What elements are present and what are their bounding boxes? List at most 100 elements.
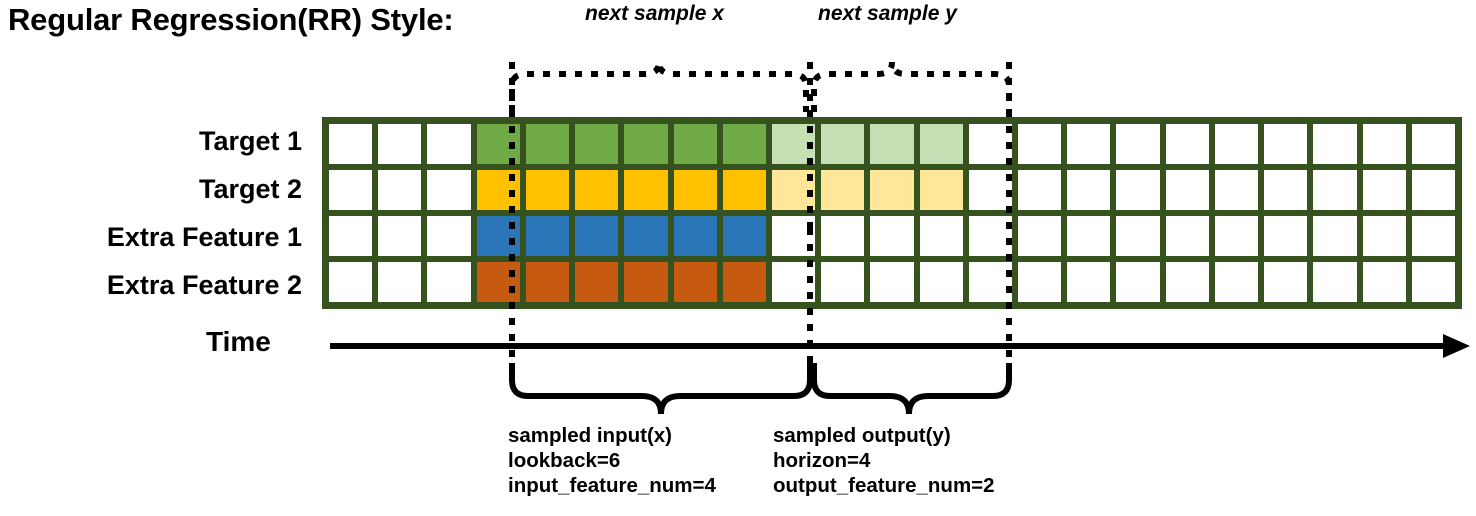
grid-cell-input [670, 167, 720, 213]
page-title: Regular Regression(RR) Style: [8, 2, 454, 37]
grid-cell-input [670, 213, 720, 259]
caption-sampled-input: sampled input(x) lookback=6 input_featur… [508, 423, 716, 498]
grid-cell-empty [326, 213, 376, 259]
row-label-target-2: Target 2 [198, 174, 302, 204]
grid-cell-empty [1113, 213, 1163, 259]
grid-cell-empty [1261, 121, 1311, 167]
grid-cell-empty [818, 259, 868, 305]
grid-cell-empty [1261, 259, 1311, 305]
time-axis-arrow [330, 334, 1470, 358]
grid-cell-empty [1310, 259, 1360, 305]
grid-cell-input [473, 121, 523, 167]
grid-cell-empty [1162, 213, 1212, 259]
grid-cell-empty [867, 259, 917, 305]
grid-cell-empty [326, 259, 376, 305]
caption-input-line-3: input_feature_num=4 [508, 474, 716, 497]
brace-sampled-output [811, 363, 1012, 415]
grid-cell-empty [1162, 259, 1212, 305]
grid-cell-empty [1261, 213, 1311, 259]
grid-cell-input [522, 121, 573, 167]
caption-input-line-1: sampled input(x) [508, 424, 673, 447]
grid-cell-input [670, 259, 720, 305]
grid-cell-empty [1408, 167, 1458, 213]
grid-cell-input [522, 259, 573, 305]
caption-output-line-2: horizon=4 [773, 449, 871, 472]
annotation-next-sample-y: next sample y [818, 2, 957, 25]
caption-output-line-3: output_feature_num=2 [773, 474, 995, 497]
grid-cell-empty [375, 121, 425, 167]
grid-cell-output [818, 121, 868, 167]
grid-cell-empty [1211, 259, 1262, 305]
row-label-extra-feature-1: Extra Feature 1 [106, 222, 302, 252]
grid-cell-empty [1310, 167, 1360, 213]
grid-cell-output [818, 167, 868, 213]
grid-cell-input [572, 121, 622, 167]
grid-cell-empty [916, 213, 966, 259]
grid-cell-empty [1211, 167, 1262, 213]
grid-cell-empty [1408, 213, 1458, 259]
row-label-target-1: Target 1 [198, 126, 302, 156]
grid-cell-empty [1211, 213, 1262, 259]
grid-cell-empty [1113, 167, 1163, 213]
grid-cell-empty [1359, 213, 1409, 259]
grid-cell-output [768, 167, 819, 213]
grid-cell-empty [1359, 121, 1409, 167]
grid-cell-empty [1113, 259, 1163, 305]
caption-output-line-1: sampled output(y) [773, 424, 951, 447]
grid-cell-output [867, 121, 917, 167]
brace-next-sample-x [509, 61, 809, 112]
grid-cell-empty [1359, 259, 1409, 305]
grid-cell-input [719, 167, 769, 213]
grid-cell-input [719, 213, 769, 259]
grid-cell-empty [965, 167, 1016, 213]
grid-cell-empty [768, 213, 819, 259]
brace-sampled-input [509, 363, 813, 415]
grid-cell-empty [424, 259, 474, 305]
grid-cell-input [572, 213, 622, 259]
caption-sampled-output: sampled output(y) horizon=4 output_featu… [773, 423, 995, 498]
grid-cell-input [670, 121, 720, 167]
grid-cell-empty [1113, 121, 1163, 167]
grid-cell-empty [424, 167, 474, 213]
grid-cell-empty [326, 121, 376, 167]
grid-cell-empty [1211, 121, 1262, 167]
grid-cell-empty [1015, 259, 1065, 305]
grid-cell-empty [965, 121, 1016, 167]
grid-cell-empty [375, 259, 425, 305]
grid-cell-empty [375, 213, 425, 259]
grid-cell-output [916, 167, 966, 213]
grid-cell-empty [1015, 121, 1065, 167]
grid-cell-input [522, 213, 573, 259]
grid-cell-empty [1310, 213, 1360, 259]
grid-cell-input [621, 213, 671, 259]
grid-cell-empty [1064, 121, 1114, 167]
time-axis-label: Time [206, 326, 271, 357]
caption-input-line-2: lookback=6 [508, 449, 621, 472]
grid-cell-empty [1359, 167, 1409, 213]
grid-cell-empty [1015, 167, 1065, 213]
grid-cell-input [719, 121, 769, 167]
grid-cell-empty [424, 121, 474, 167]
grid-cell-empty [326, 167, 376, 213]
grid-cell-input [621, 167, 671, 213]
grid-cell-input [473, 259, 523, 305]
grid-cell-empty [818, 213, 868, 259]
row-label-extra-feature-2: Extra Feature 2 [106, 270, 302, 300]
grid-cell-empty [1064, 213, 1114, 259]
grid-cell-empty [1408, 121, 1458, 167]
grid-cell-empty [1408, 259, 1458, 305]
grid-cell-empty [867, 213, 917, 259]
annotation-next-sample-x: next sample x [585, 2, 724, 25]
grid-cell-empty [1310, 121, 1360, 167]
grid-cell-input [522, 167, 573, 213]
brace-next-sample-y [811, 61, 1012, 112]
grid-cell-empty [1015, 213, 1065, 259]
grid-cell-output [867, 167, 917, 213]
grid-cell-empty [768, 259, 819, 305]
grid-cell-input [572, 259, 622, 305]
grid-cell-empty [965, 213, 1016, 259]
grid-cell-empty [1162, 167, 1212, 213]
grid-cell-empty [1064, 167, 1114, 213]
grid-cell-output [768, 121, 819, 167]
